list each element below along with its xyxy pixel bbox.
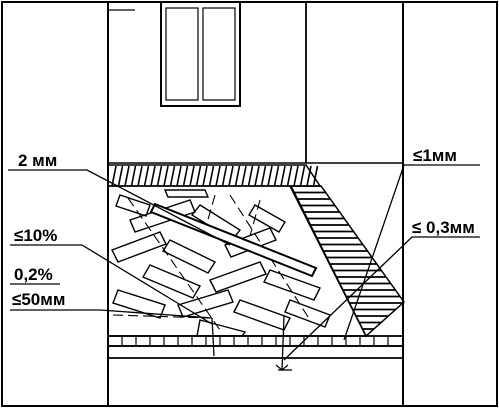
label-le-03mm: ≤ 0,3мм [412, 218, 475, 237]
label-2mm: 2 мм [18, 151, 57, 170]
label-02pct: 0,2% [14, 265, 53, 284]
label-le-50mm: ≤50мм [12, 290, 65, 309]
leader-lines [8, 164, 480, 361]
corner-lines [108, 2, 307, 163]
label-le-10pct: ≤10% [14, 226, 57, 245]
label-le-1mm: ≤1мм [413, 146, 457, 165]
straightedge-bar [149, 202, 318, 278]
measurement-markers [211, 315, 292, 371]
baseboard [107, 335, 404, 359]
back-strip [107, 164, 322, 187]
window [160, 1, 241, 107]
